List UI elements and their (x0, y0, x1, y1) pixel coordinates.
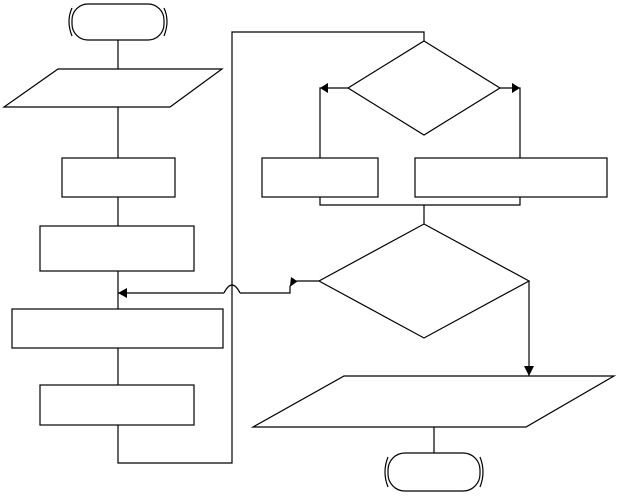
arrowhead-left-branch (320, 83, 328, 93)
start-terminator (68, 3, 168, 41)
connector-decision2-back (240, 280, 319, 294)
process-box-1 (61, 157, 176, 198)
loop-connector (117, 31, 425, 464)
connector-decision1-left (319, 87, 348, 158)
process-box-2 (39, 225, 195, 272)
decision-diamond-2 (317, 223, 531, 339)
connector-decision1-right (500, 87, 521, 158)
output-parallelogram (250, 375, 617, 428)
input-parallelogram (2, 68, 224, 108)
process-box-3 (11, 308, 224, 349)
process-box-4 (39, 384, 195, 426)
decision-diamond-1 (346, 40, 502, 136)
branch-box-left (261, 157, 379, 198)
arrowhead-back-to-left (118, 288, 127, 298)
arrowhead-right-branch (512, 83, 520, 93)
end-terminator (384, 452, 484, 492)
merge-connector (319, 197, 521, 206)
line-hop (223, 284, 241, 294)
branch-box-right (414, 157, 608, 198)
arrowhead-output (524, 366, 534, 376)
arrowhead-small (290, 277, 297, 286)
